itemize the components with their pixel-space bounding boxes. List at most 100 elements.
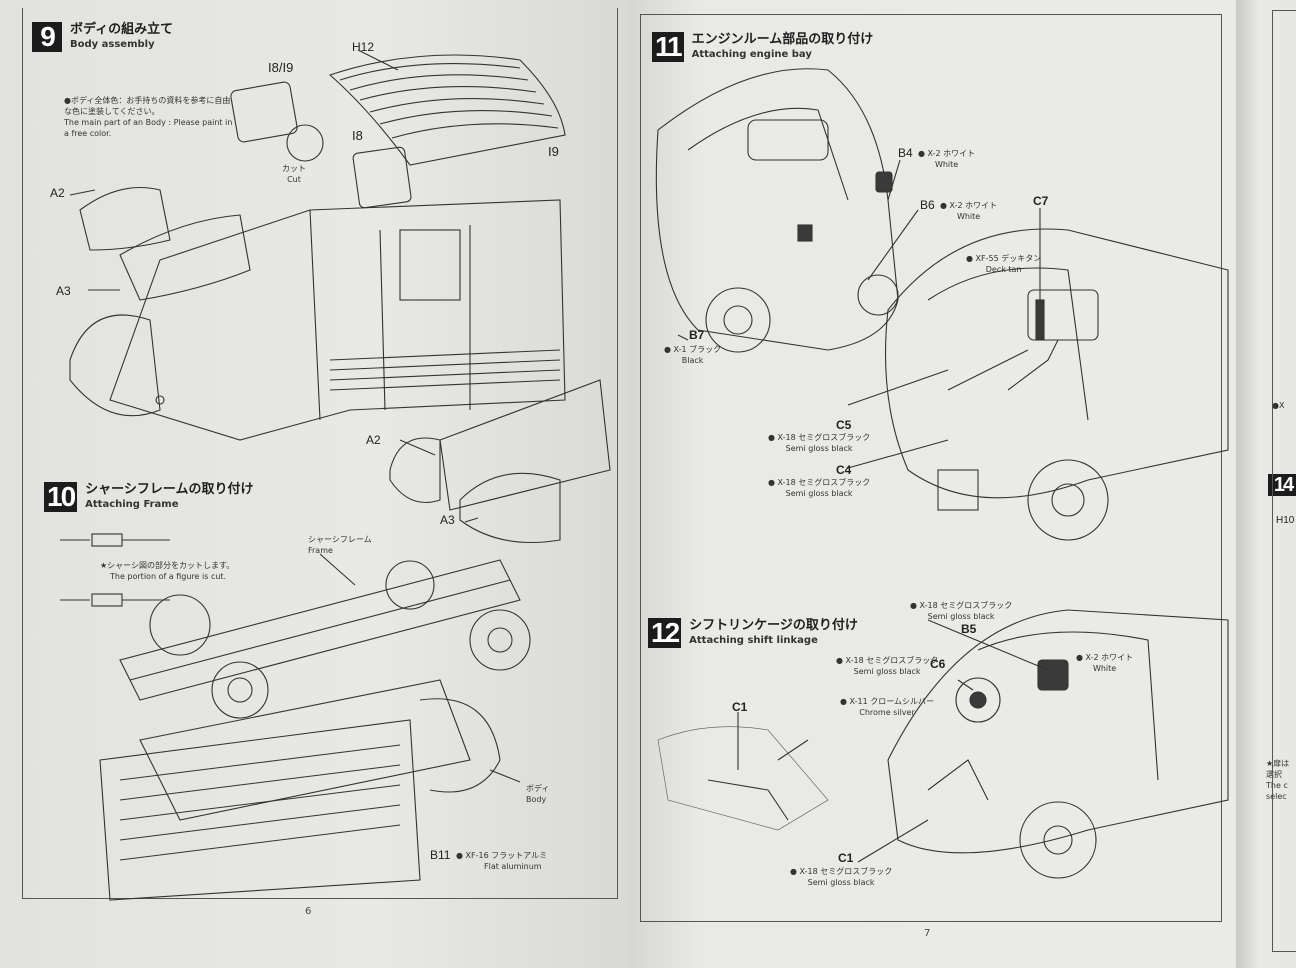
paint-name-en: Chrome silver [859,708,915,717]
paint-callout: X-2 ホワイト White [918,148,975,170]
step-11-header: 11 エンジンルーム部品の取り付け Attaching engine bay [652,32,873,62]
page-6: 9 ボディの組み立て Body assembly ●ボディ全体色：お手持ちの資料… [0,0,628,968]
paint-name-jp: ブラック [689,345,722,354]
step-number: 12 [648,618,682,648]
paint-name-en: Semi gloss black [785,489,853,498]
page-7: 11 エンジンルーム部品の取り付け Attaching engine bay B… [628,0,1236,968]
step-title-en: Attaching engine bay [691,49,812,60]
cut-note: ★シャーシ図の部分をカットします。 The portion of a figur… [100,560,234,582]
paint-code: X-2 [918,149,941,158]
frame-label-jp: シャーシフレーム [308,535,372,544]
part-label: B4 [898,146,913,160]
step-14-header: 14 [1268,474,1296,496]
paint-name-en: Semi gloss black [807,878,875,887]
part-label: H10 [1276,515,1295,526]
paint-callout: XF-55 デッキタン Deck tan [966,253,1041,275]
paint-name-jp: セミグロスブラック [820,867,893,876]
part-label: C4 [836,463,852,477]
step-12-header: 12 シフトリンケージの取り付け Attaching shift linkage [648,618,858,648]
step-title-jp: シフトリンケージの取り付け [689,618,858,633]
page-number: 7 [924,928,931,939]
part-label: B5 [961,622,977,636]
note-en: The c selec [1266,781,1288,801]
paint-callout: X-2 ホワイト White [1076,652,1133,674]
part-label: I9 [548,144,559,159]
part-label: C1 [838,851,854,865]
part-label: C6 [930,657,946,671]
paint-callout: X-2 ホワイト White [940,200,997,222]
part-label: B6 [920,198,935,212]
paint-name-jp: セミグロスブラック [798,433,871,442]
frame-label: シャーシフレーム Frame [308,534,372,556]
part-label: A3 [440,513,455,527]
body-label-jp: ボディ [526,784,550,793]
paint-callout: X-18 セミグロスブラック Semi gloss black [790,866,892,888]
paint-callout: X-18 セミグロスブラック Semi gloss black [910,600,1012,622]
paint-name-en: Flat aluminum [484,862,542,871]
paint-name-jp: デッキタン [1001,254,1042,263]
paint-name-en: White [1092,664,1117,673]
paint-name-en: Black [681,356,704,365]
part-label: I8/I9 [268,60,294,75]
paint-name-jp: クロームシルバー [870,697,934,706]
paint-callout: XF-16 フラットアルミ Flat aluminum [456,850,547,872]
paint-code: X-18 [768,478,796,487]
paint-name-jp: ホワイト [1101,653,1134,662]
paint-name-en: White [934,160,959,169]
page-border [640,14,1222,922]
paint-name-en: White [956,212,981,221]
paint-code: X-18 [836,656,864,665]
paint-name-jp: フラットアルミ [491,851,548,860]
step-title-en: Attaching Frame [85,499,179,510]
step-title-jp: シャーシフレームの取り付け [85,482,254,497]
step-number: 10 [44,482,78,512]
part-label: I8 [352,128,363,143]
part-label: H12 [352,40,375,54]
page-border [22,8,618,899]
page-border [1272,10,1296,952]
paint-code: XF-55 [966,254,999,263]
step-title-jp: エンジンルーム部品の取り付け [691,32,874,47]
page-8-partial: 14 ●X H10 ★扉は 選択 The c selec [1236,0,1296,968]
paint-callout: X-18 セミグロスブラック Semi gloss black [836,655,938,677]
note-jp: ●ボディ全体色：お手持ちの資料を参考に自由な色に塗装してください。 [64,96,231,116]
part-label: C7 [1033,194,1049,208]
cut-label: カット Cut [282,163,306,185]
part-label: A3 [56,284,71,298]
cut-label-en: Cut [287,175,301,184]
part-label: C1 [732,700,748,714]
body-label-en: Body [526,795,547,804]
paint-name-en: Deck tan [985,265,1022,274]
paint-callout: X-1 ブラック Black [664,344,721,366]
step-10-header: 10 シャーシフレームの取り付け Attaching Frame [44,482,254,512]
cut-label-jp: カット [282,164,306,173]
paint-name-jp: セミグロスブラック [798,478,871,487]
paint-code: X-11 [840,697,868,706]
paint-code: X-2 [940,201,963,210]
engine-bay-illustration [655,68,1229,879]
step-number: 14 [1268,474,1296,496]
paint-code: X-1 [664,345,687,354]
note-jp: ★シャーシ図の部分をカットします。 [100,561,235,570]
part-label: B7 [689,328,705,342]
step-title-en: Body assembly [70,39,155,50]
paint-code: XF-16 [456,851,489,860]
note-fragment: ★扉は 選択 The c selec [1266,758,1296,802]
paint-name-jp: セミグロスブラック [866,656,939,665]
page-number: 6 [305,906,312,917]
paint-callout: X-11 クロームシルバー Chrome silver [840,696,934,718]
step-number: 11 [652,32,684,62]
paint-name-en: Semi gloss black [927,612,995,621]
frame-label-en: Frame [308,546,333,555]
paint-code: X-18 [768,433,796,442]
note-jp: ★扉は 選択 [1266,759,1290,779]
paint-name-jp: ホワイト [965,201,998,210]
paint-code: X-18 [790,867,818,876]
paint-name-en: Semi gloss black [785,444,853,453]
note-en: The main part of an Body : Please paint … [64,118,233,138]
step-9-header: 9 ボディの組み立て Body assembly [32,22,173,52]
note-en: The portion of a figure is cut. [110,572,227,581]
part-label: A2 [50,186,65,200]
paint-callout: X-18 セミグロスブラック Semi gloss black [768,477,870,499]
paint-code-fragment: ●X [1272,401,1285,410]
